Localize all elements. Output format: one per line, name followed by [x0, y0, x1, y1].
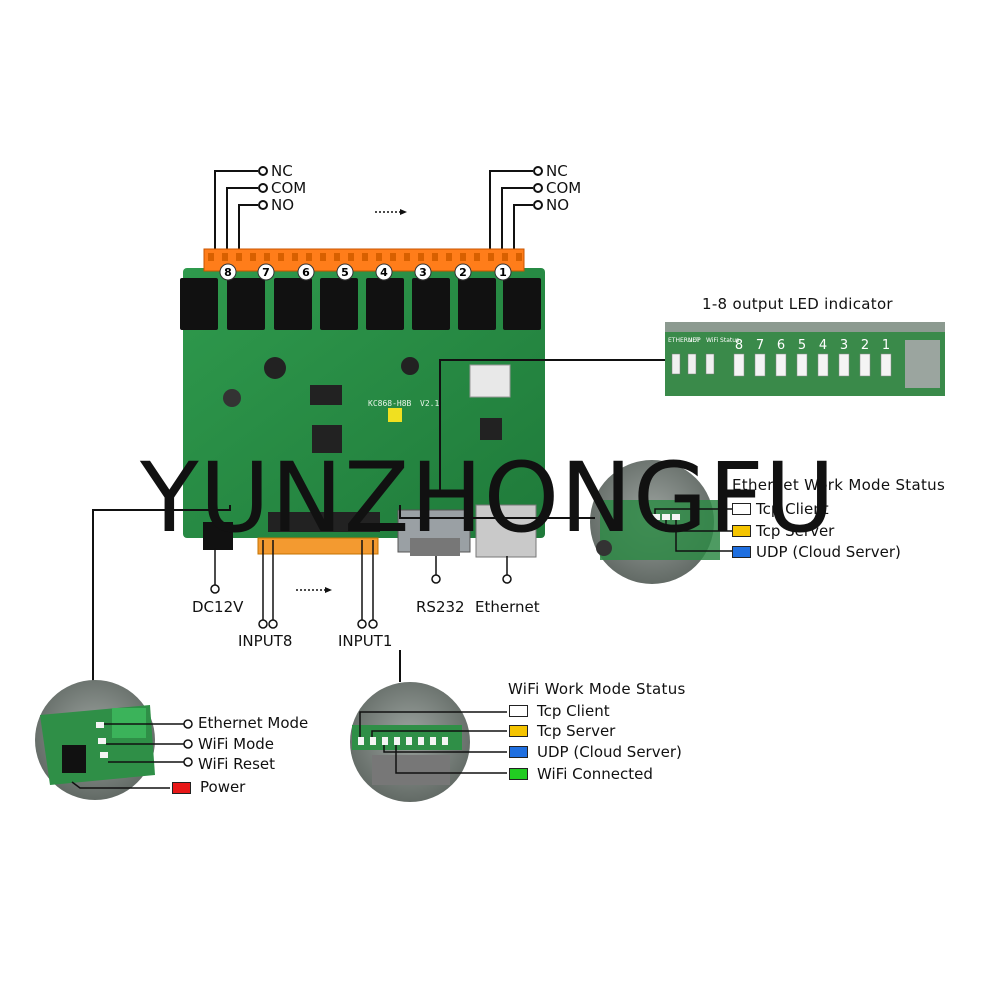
wifi-udp-label: UDP (Cloud Server): [537, 743, 682, 761]
ethernet-tcp-client-label: Tcp Client: [756, 500, 829, 518]
relay-number: 4: [380, 266, 388, 279]
led-tab-label: WiFi Status: [706, 337, 739, 344]
ethernet-status-connector: [399, 505, 595, 519]
relay-number: 2: [459, 266, 467, 279]
ethernet-udp-swatch: [732, 546, 751, 558]
led-connector-line: [439, 359, 665, 495]
ethernet-tcp-server-swatch: [732, 525, 751, 537]
relay-direction-arrow: [375, 209, 407, 215]
watermark-text: YUNZHONGFU: [140, 442, 836, 554]
led-number: 3: [840, 338, 848, 353]
pcb-board: [180, 248, 545, 558]
ethernet-udp-label: UDP (Cloud Server): [756, 543, 901, 561]
led-number: 6: [777, 338, 785, 353]
mode-switch-connector: [92, 505, 231, 683]
led-number: 7: [756, 338, 764, 353]
wifi-mode-label: WiFi Mode: [198, 735, 275, 753]
dc12v-label: DC12V: [192, 598, 244, 616]
ethernet-status-zoom: [590, 460, 720, 584]
relay-pin-label-nc: NC: [546, 162, 568, 180]
relay-pin-label-no: NO: [546, 196, 570, 214]
wifi-status-lines: [359, 711, 507, 774]
led-number: 2: [861, 338, 869, 353]
wifi-tcp-server-swatch: [509, 725, 528, 737]
led-tab-label: UDP: [688, 337, 701, 344]
ethernet-tcp-server-label: Tcp Server: [756, 522, 835, 540]
relay-number: 8: [224, 266, 232, 279]
relay-pin-label-nc: NC: [271, 162, 293, 180]
relay-pin-label-com: COM: [271, 179, 307, 197]
ethernet-tcp-client-swatch: [732, 503, 751, 515]
wifi-connected-swatch: [509, 768, 528, 780]
wifi-udp-swatch: [509, 746, 528, 758]
led-tab-label: ETHERNET: [668, 337, 700, 344]
mode-switch-zoom: [35, 680, 155, 800]
relay-pin-label-no: NO: [271, 196, 295, 214]
input-direction-arrow: [296, 587, 332, 593]
port-pointer-lines: [210, 540, 512, 629]
led-number: 5: [798, 338, 806, 353]
wifi-tcp-client-swatch: [509, 705, 528, 717]
board-model-text: KC868-H8B: [368, 399, 412, 408]
power-swatch: [172, 782, 191, 794]
right-relay-wiring: [489, 166, 543, 255]
relay-number: 7: [262, 266, 270, 279]
mode-switch-lines: [71, 719, 193, 789]
power-label: Power: [200, 778, 246, 796]
wifi-status-title: WiFi Work Mode Status: [508, 680, 686, 698]
relay-number-badges: 8 7 6 5 4 3 2 1: [219, 263, 512, 281]
relay-number: 3: [419, 266, 427, 279]
wifi-reset-label: WiFi Reset: [198, 755, 276, 773]
relay-pin-label-com: COM: [546, 179, 582, 197]
relay-number: 1: [499, 266, 507, 279]
left-relay-wiring: [214, 166, 268, 255]
output-led-photo: [665, 322, 945, 396]
wifi-tcp-server-label: Tcp Server: [537, 722, 616, 740]
ethernet-status-lines: [654, 508, 732, 552]
ethernet-mode-label: Ethernet Mode: [198, 714, 309, 732]
wifi-tcp-client-label: Tcp Client: [537, 702, 610, 720]
wifi-status-zoom: [350, 682, 470, 802]
wifi-connected-label: WiFi Connected: [537, 765, 653, 783]
relay-number: 6: [302, 266, 310, 279]
board-version-text: V2.1: [420, 399, 439, 408]
rs232-label: RS232: [416, 598, 465, 616]
led-number: 4: [819, 338, 827, 353]
ethernet-port-label: Ethernet: [475, 598, 540, 616]
output-led-title: 1-8 output LED indicator: [702, 295, 893, 313]
input1-label: INPUT1: [338, 632, 393, 650]
led-number: 1: [882, 338, 890, 353]
input8-label: INPUT8: [238, 632, 293, 650]
relay-number: 5: [341, 266, 349, 279]
ethernet-status-title: Ethernet Work Mode Status: [732, 476, 946, 494]
led-number: 8: [735, 338, 743, 353]
